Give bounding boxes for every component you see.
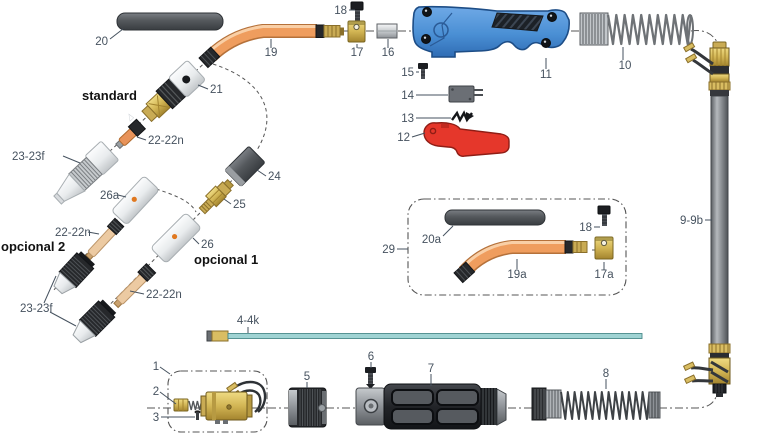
nozzle-23-opcional1 xyxy=(72,299,117,344)
screw-6 xyxy=(365,367,376,389)
label-6: 6 xyxy=(368,351,374,363)
label-21: 21 xyxy=(210,84,223,96)
label-19: 19 xyxy=(265,47,278,59)
nozzle-23-standard xyxy=(53,141,119,205)
label-17a: 17a xyxy=(594,269,614,281)
rear-strain-spring-8 xyxy=(531,387,661,421)
rear-handle-7 xyxy=(355,383,507,430)
label-18-box: 18 xyxy=(579,222,592,234)
label-9: 9-9b xyxy=(680,215,703,227)
tip-holder-25 xyxy=(198,179,234,215)
insulator-sleeve-24 xyxy=(224,146,265,187)
gas-nozzle-20 xyxy=(116,12,224,31)
nozzle-23-opcional2 xyxy=(53,251,95,295)
label-11: 11 xyxy=(540,69,552,81)
neck-clamp-17a xyxy=(594,236,614,260)
label-22-standard: 22-22n xyxy=(148,135,184,147)
label-22-opcional2: 22-22n xyxy=(55,227,91,239)
label-5: 5 xyxy=(304,371,310,383)
label-24: 24 xyxy=(268,171,281,183)
locking-screw-18 xyxy=(350,1,364,22)
optional-neck-kit-box-29 xyxy=(407,198,627,296)
label-4: 4-4k xyxy=(237,315,260,327)
group-label-standard: standard xyxy=(82,88,137,103)
label-23-standard: 23-23f xyxy=(12,151,45,163)
label-20a: 20a xyxy=(422,234,442,246)
strain-relief-spring-10 xyxy=(579,12,694,46)
swan-neck-19a xyxy=(453,240,588,284)
label-22-opcional1: 22-22n xyxy=(146,289,182,301)
ring-nut-5 xyxy=(288,387,327,428)
gas-nozzle-20a xyxy=(444,209,546,226)
screw-3 xyxy=(194,410,201,420)
label-19a: 19a xyxy=(507,269,527,281)
cable-assembly-9 xyxy=(682,41,731,397)
group-label-opcional1: opcional 1 xyxy=(194,252,258,267)
neck-clamp-17 xyxy=(347,20,366,43)
screw-15 xyxy=(418,63,428,79)
contact-tip-22-standard xyxy=(115,113,147,150)
euro-connector-box-1 xyxy=(167,370,268,433)
label-17: 17 xyxy=(351,47,364,59)
label-15: 15 xyxy=(401,67,414,79)
label-23-opcional: 23-23f xyxy=(20,303,53,315)
nut-2 xyxy=(173,398,189,412)
handle-shell-11 xyxy=(412,5,570,58)
label-14: 14 xyxy=(401,90,414,102)
contact-tip-22-opcional1 xyxy=(113,262,157,309)
spring-clip-13 xyxy=(451,110,474,123)
label-29: 29 xyxy=(382,244,395,256)
insulator-26 xyxy=(151,213,201,263)
label-7: 7 xyxy=(428,363,434,375)
locking-screw-18-box xyxy=(597,205,611,226)
label-10: 10 xyxy=(619,60,632,72)
group-label-opcional2: opcional 2 xyxy=(1,239,65,254)
contact-tip-22-opcional2 xyxy=(85,217,125,261)
label-16: 16 xyxy=(382,47,395,59)
label-13: 13 xyxy=(401,113,414,125)
label-26: 26 xyxy=(201,239,214,251)
label-3: 3 xyxy=(153,412,159,424)
euro-connector-1 xyxy=(200,380,267,424)
swan-neck-19 xyxy=(198,24,344,69)
label-2: 2 xyxy=(153,386,159,398)
trigger-switch-14 xyxy=(448,85,483,103)
diffuser-assembly-21 xyxy=(141,60,205,123)
label-12: 12 xyxy=(397,132,410,144)
label-1: 1 xyxy=(153,361,159,373)
wire-liner-4 xyxy=(206,330,643,342)
connector-sleeve-16 xyxy=(376,23,398,39)
label-8: 8 xyxy=(603,368,609,380)
label-18: 18 xyxy=(334,5,347,17)
part-labels: 20 19 18 17 16 11 10 15 14 13 12 21 22-2… xyxy=(1,5,703,424)
insulator-26a xyxy=(112,176,159,224)
trigger-12 xyxy=(423,122,510,157)
label-20: 20 xyxy=(95,36,108,48)
leader-lines xyxy=(43,9,712,418)
centerlines xyxy=(51,30,718,409)
label-26a: 26a xyxy=(100,190,120,202)
label-25: 25 xyxy=(233,199,246,211)
